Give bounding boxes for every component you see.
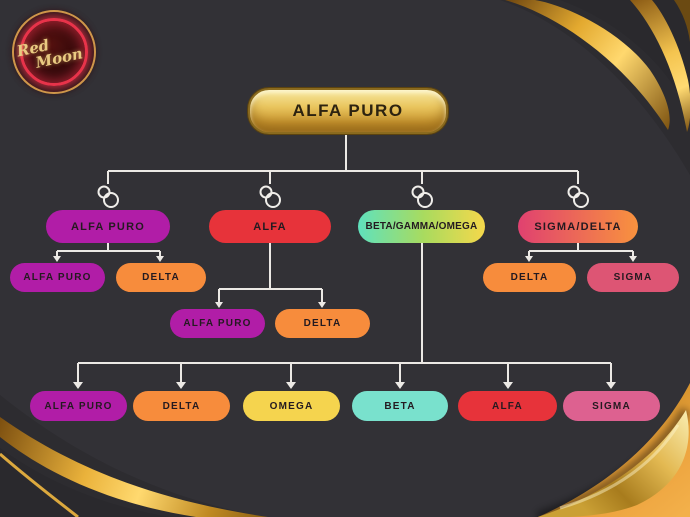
node-child-sigma: SIGMA	[587, 263, 679, 292]
node-label: ALFA PURO	[292, 101, 404, 120]
node-label: DELTA	[162, 400, 201, 412]
node-label: BETA	[384, 400, 416, 412]
node-label: ALFA PURO	[183, 318, 252, 329]
node-branch-beta-gamma-omega: BETA/GAMMA/OMEGA	[358, 210, 485, 243]
rings-icon	[259, 185, 281, 208]
node-child-omega: OMEGA	[243, 391, 340, 421]
node-child-delta: DELTA	[133, 391, 230, 421]
red-moon-logo: Red Moon	[12, 10, 96, 94]
node-child-beta: BETA	[352, 391, 448, 421]
node-label: ALFA PURO	[44, 400, 113, 412]
node-child-delta: DELTA	[275, 309, 370, 338]
node-label: DELTA	[142, 272, 180, 283]
node-label: OMEGA	[269, 400, 314, 412]
node-child-delta: DELTA	[483, 263, 576, 292]
node-label: SIGMA	[592, 400, 631, 412]
logo-neon-ring: Red Moon	[15, 18, 88, 86]
node-child-sigma: SIGMA	[563, 391, 660, 421]
rings-icon	[411, 185, 433, 208]
node-child-alfa: ALFA	[458, 391, 557, 421]
node-label: SIGMA/DELTA	[534, 220, 622, 233]
node-label: DELTA	[510, 272, 549, 283]
node-label: ALFA PURO	[23, 272, 92, 283]
node-label: ALFA PURO	[71, 220, 145, 233]
node-branch-sigma-delta: SIGMA/DELTA	[518, 210, 638, 243]
node-child-delta: DELTA	[116, 263, 206, 292]
rings-icon	[567, 185, 589, 208]
node-child-alfa-puro: ALFA PURO	[30, 391, 127, 421]
arrowheads	[53, 256, 637, 389]
rings-icon	[97, 185, 119, 208]
node-branch-alfa-puro: ALFA PURO	[46, 210, 170, 243]
node-label: ALFA	[253, 220, 287, 233]
node-child-alfa-puro: ALFA PURO	[170, 309, 265, 338]
node-branch-alfa: ALFA	[209, 210, 331, 243]
node-label: SIGMA	[613, 272, 653, 283]
node-label: BETA/GAMMA/OMEGA	[365, 221, 478, 232]
node-child-alfa-puro: ALFA PURO	[10, 263, 105, 292]
node-root-alfa-puro: ALFA PURO	[248, 88, 448, 134]
node-label: ALFA	[492, 400, 523, 412]
node-label: DELTA	[303, 318, 342, 329]
